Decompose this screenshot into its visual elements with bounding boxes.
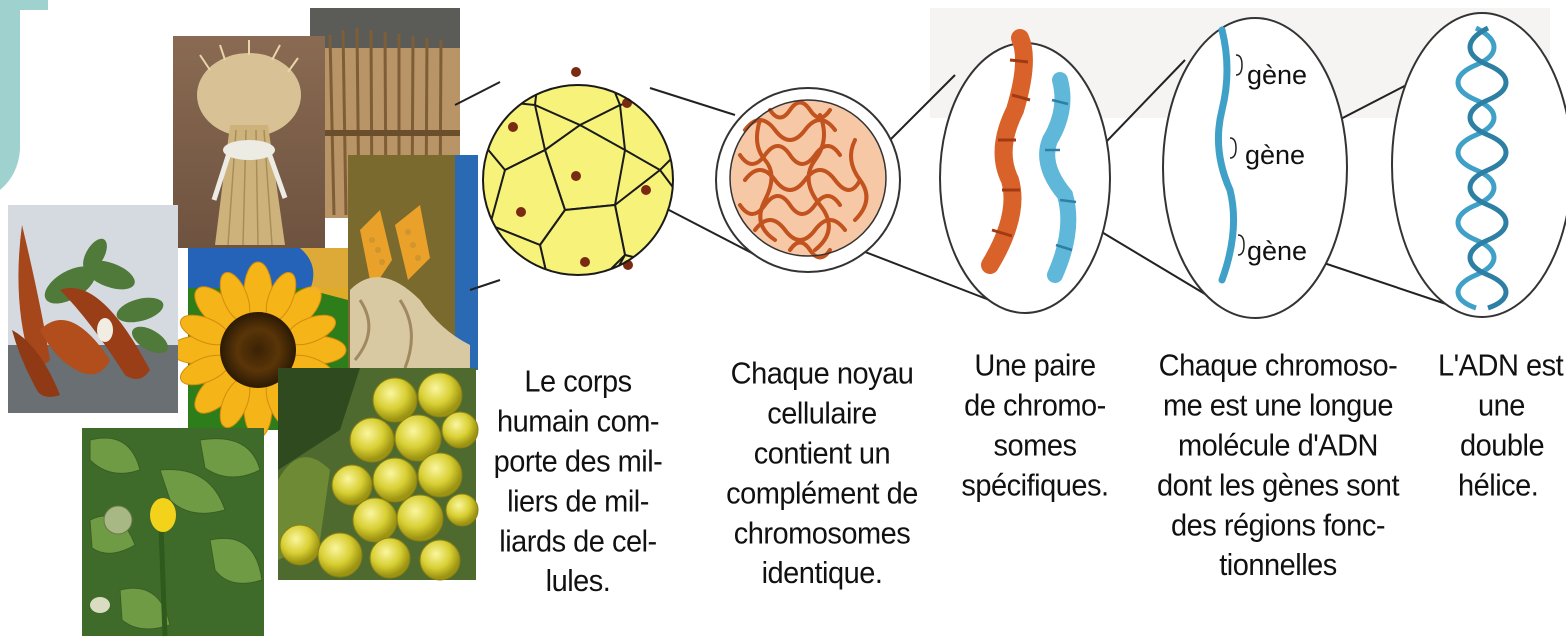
caption-line: complément de	[712, 474, 932, 514]
caption-line: double	[1430, 426, 1566, 466]
caption-line: chromosomes	[712, 514, 932, 554]
grapes-photo	[278, 368, 478, 580]
caption-line: dont les gènes sont	[1133, 466, 1423, 506]
nucleus-circle	[716, 88, 900, 272]
cassava-roots-photo	[8, 205, 178, 413]
caption-line: Chaque noyau	[712, 354, 932, 394]
caption-line: humain com-	[478, 402, 678, 442]
caption-line: Une paire	[950, 346, 1120, 386]
jute-plant-photo	[82, 428, 264, 636]
caption-line: Chaque chromoso-	[1133, 346, 1423, 386]
caption-line: cellulaire	[712, 394, 932, 434]
caption-line: des régions fonc-	[1133, 506, 1423, 546]
cells-circle	[480, 55, 690, 300]
caption-line: porte des mil-	[478, 442, 678, 482]
caption-line: contient un	[712, 434, 932, 474]
teal-accent-shape	[0, 0, 48, 190]
caption-line: une	[1430, 386, 1566, 426]
wheat-sheaf-photo	[173, 36, 325, 248]
dna-helix-circle	[1392, 13, 1566, 317]
chromosome-pair-caption: Une paire de chromo- somes spécifiques.	[950, 346, 1120, 506]
caption-line: liers de mil-	[478, 482, 678, 522]
caption-line: somes	[950, 426, 1120, 466]
dna-helix-caption: L'ADN est une double hélice.	[1430, 346, 1566, 506]
caption-line: identique.	[712, 554, 932, 594]
gene-label-3: gène	[1247, 236, 1307, 267]
caption-line: hélice.	[1430, 466, 1566, 506]
caption-line: lules.	[478, 562, 678, 602]
caption-line: molécule d'ADN	[1133, 426, 1423, 466]
caption-line: Le corps	[478, 362, 678, 402]
cells-caption: Le corps humain com- porte des mil- lier…	[478, 362, 678, 601]
caption-line: me est une longue	[1133, 386, 1423, 426]
corn-ears-photo	[348, 155, 478, 370]
caption-line: L'ADN est	[1430, 346, 1566, 386]
caption-line: spécifiques.	[950, 466, 1120, 506]
caption-line: liards de cel-	[478, 522, 678, 562]
caption-line: tionnelles	[1133, 546, 1423, 586]
nucleus-caption: Chaque noyau cellulaire contient un comp…	[712, 354, 932, 593]
gene-label-1: gène	[1247, 60, 1307, 91]
caption-line: de chromo-	[950, 386, 1120, 426]
gene-label-2: gène	[1245, 140, 1305, 171]
chromosome-genes-caption: Chaque chromoso- me est une longue moléc…	[1133, 346, 1423, 585]
